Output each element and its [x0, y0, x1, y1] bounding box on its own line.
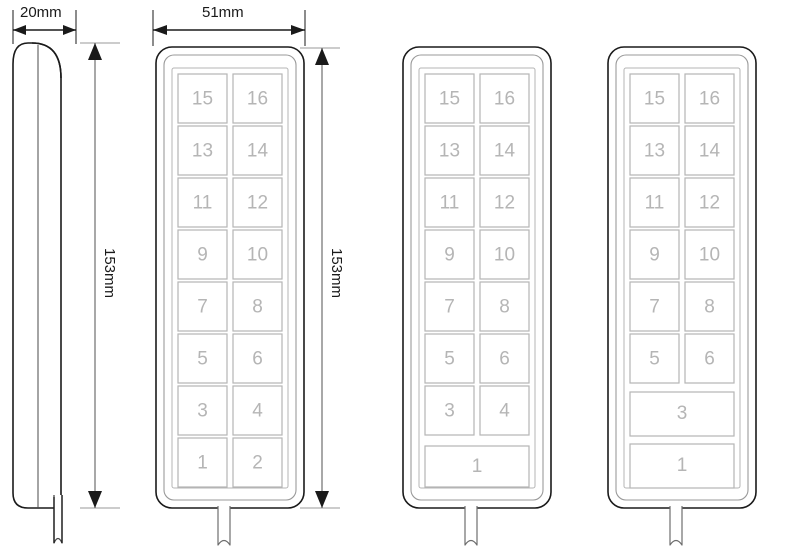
- dimension-label-20mm: 20mm: [20, 4, 62, 21]
- dimension-label-153mm-left: 153mm: [101, 248, 118, 299]
- dimension-153mm-left: [80, 42, 120, 509]
- key-9: 9: [444, 245, 455, 266]
- key-11: 11: [193, 193, 213, 214]
- key-11: 11: [645, 193, 665, 214]
- key-1: 1: [197, 453, 208, 474]
- key-5: 5: [197, 349, 208, 370]
- key-15: 15: [644, 89, 665, 110]
- key-9: 9: [649, 245, 660, 266]
- dimension-label-153mm-right: 153mm: [328, 248, 345, 299]
- key-3: 3: [197, 401, 208, 422]
- key-16: 16: [247, 89, 268, 110]
- key-8: 8: [499, 297, 510, 318]
- key-6: 6: [704, 349, 715, 370]
- key-16: 16: [494, 89, 515, 110]
- key-1-wide: 1: [472, 456, 483, 477]
- key-4: 4: [499, 401, 510, 422]
- key-12: 12: [247, 193, 268, 214]
- key-5: 5: [444, 349, 455, 370]
- key-9: 9: [197, 245, 208, 266]
- key-12: 12: [699, 193, 720, 214]
- key-13: 13: [439, 141, 460, 162]
- key-8: 8: [704, 297, 715, 318]
- key-3: 3: [444, 401, 455, 422]
- key-8: 8: [252, 297, 263, 318]
- dimension-20mm: [12, 10, 77, 44]
- keypad-variant-16-key: 15 16 13 14 11 12 9 10 7 8 5: [155, 46, 305, 546]
- dimension-51mm: [152, 10, 306, 46]
- key-10: 10: [699, 245, 720, 266]
- key-7: 7: [444, 297, 455, 318]
- keypad-variant-15-key: 15 16 13 14 11 12 9 10 7 8 5 6 3: [402, 46, 552, 546]
- key-7: 7: [649, 297, 660, 318]
- key-3-wide: 3: [677, 403, 688, 424]
- key-7: 7: [197, 297, 208, 318]
- keypad-variant-14-key: 15 16 13 14 11 12 9 10 7 8 5 6: [607, 46, 757, 546]
- side-profile-view: [12, 42, 63, 544]
- key-13: 13: [192, 141, 213, 162]
- key-1-wide: 1: [677, 455, 688, 476]
- key-5: 5: [649, 349, 660, 370]
- key-4: 4: [252, 401, 263, 422]
- key-14: 14: [494, 141, 516, 162]
- key-12: 12: [494, 193, 515, 214]
- dimension-153mm-right: [300, 47, 340, 509]
- key-15: 15: [439, 89, 460, 110]
- dimension-label-51mm: 51mm: [202, 4, 244, 21]
- key-13: 13: [644, 141, 665, 162]
- key-10: 10: [247, 245, 268, 266]
- key-10: 10: [494, 245, 515, 266]
- key-14: 14: [699, 141, 721, 162]
- key-15: 15: [192, 89, 213, 110]
- key-6: 6: [499, 349, 510, 370]
- key-14: 14: [247, 141, 269, 162]
- key-2: 2: [252, 453, 263, 474]
- key-16: 16: [699, 89, 720, 110]
- key-6: 6: [252, 349, 263, 370]
- key-11: 11: [440, 193, 460, 214]
